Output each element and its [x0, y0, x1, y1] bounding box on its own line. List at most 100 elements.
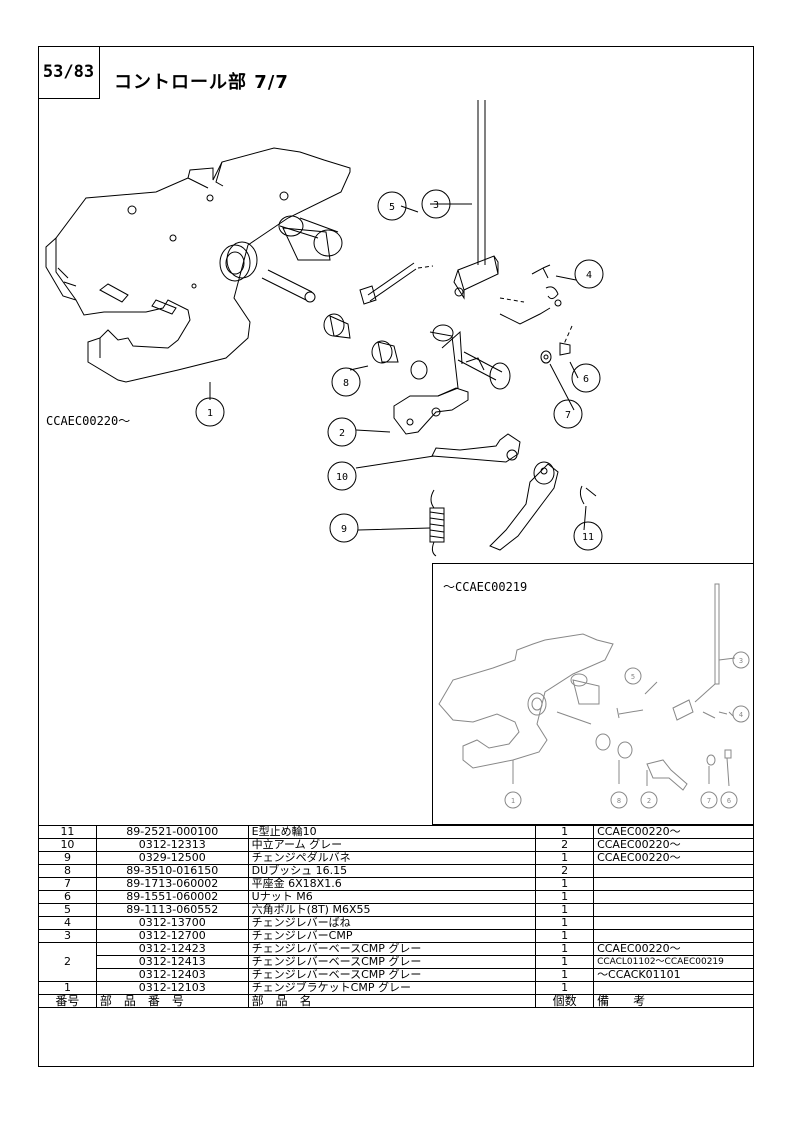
cell-name: チェンジレバーCMP [247, 929, 537, 943]
cell-part-no: 0312-13700 [95, 916, 249, 930]
cell-qty: 1 [535, 877, 595, 891]
cell-name: チェンジブラケットCMP グレー [247, 981, 537, 995]
cell-no: 3 [38, 929, 97, 943]
page-frame [38, 46, 754, 1067]
nut-drawing [559, 342, 571, 356]
callout-8: 8 [331, 367, 361, 397]
cell-name: チェンジレバーばね [247, 916, 537, 930]
lever-base-drawing [393, 324, 511, 435]
cell-part-no: 89-1113-060552 [95, 903, 249, 917]
svg-text:3: 3 [433, 200, 439, 211]
cell-part-no: 89-2521-000100 [95, 825, 249, 839]
cell-no: 5 [38, 903, 97, 917]
svg-text:6: 6 [727, 797, 731, 805]
spring-drawing [499, 264, 562, 325]
cell-part-no: 0312-12413 [95, 955, 249, 969]
bolt-drawing [359, 262, 417, 305]
cell-qty: 1 [535, 955, 595, 969]
cell-qty: 1 [535, 890, 595, 904]
page-title: コントロール部 7/7 [114, 72, 289, 93]
svg-text:11: 11 [582, 532, 594, 543]
serial-range-main: CCAEC00220～ [46, 414, 131, 428]
cell-name: 六角ボルト(8T) M6X55 [247, 903, 537, 917]
cell-name: チェンジレバーベースCMP グレー [247, 955, 537, 969]
cell-name: チェンジレバーベースCMP グレー [247, 968, 537, 982]
cell-part-no: 0312-12423 [95, 942, 249, 956]
cell-part-no: 89-1713-060002 [95, 877, 249, 891]
svg-text:5: 5 [631, 673, 635, 681]
cell-qty: 1 [535, 942, 595, 956]
lever-drawing [453, 100, 499, 300]
svg-text:7: 7 [707, 797, 711, 805]
callout-10: 10 [327, 461, 357, 491]
table-row-2a: 2 0312-12423 チェンジレバーベースCMP グレー 1 CCAEC00… [38, 942, 754, 982]
cell-remarks [593, 864, 754, 878]
svg-text:4: 4 [586, 270, 592, 281]
cell-part-no: 89-3510-016150 [95, 864, 249, 878]
callout-4: 4 [574, 259, 604, 289]
pedal-spring-drawing [429, 489, 445, 557]
svg-text:5: 5 [389, 202, 395, 213]
callout-6: 6 [571, 363, 601, 393]
svg-text:6: 6 [583, 374, 589, 385]
cell-name: 中立アーム グレー [247, 838, 537, 852]
cell-remarks [593, 903, 754, 917]
inset-older-serials: ～CCAEC00219 1 2 3 4 5 6 7 8 [432, 563, 754, 825]
header-part-no: 部 品 番 号 [95, 994, 249, 1008]
inset-parts-drawing: 1 2 3 4 5 6 7 8 [438, 583, 750, 809]
cell-name: DUブッシュ 16.15 [247, 864, 537, 878]
table-row-2b: 0312-12413 チェンジレバーベースCMP グレー 1 CCACL0110… [39, 955, 754, 969]
inset-callout-4: 4 [732, 705, 750, 723]
callout-1: 1 [195, 397, 225, 427]
svg-text:8: 8 [617, 797, 621, 805]
svg-text:4: 4 [739, 711, 743, 719]
callout-3: 3 [421, 189, 451, 219]
svg-text:8: 8 [343, 378, 349, 389]
inset-callout-3: 3 [732, 651, 750, 669]
cell-no: 6 [38, 890, 97, 904]
cell-name: E型止め輪10 [247, 825, 537, 839]
cell-no: 9 [38, 851, 97, 865]
svg-text:7: 7 [565, 410, 571, 421]
callout-7: 7 [553, 399, 583, 429]
table-row-1: 1 0312-12103 チェンジブラケットCMP グレー 1 [38, 981, 754, 995]
cell-remarks: CCAEC00220～ [593, 851, 754, 865]
bushing-drawing [219, 215, 343, 303]
svg-text:10: 10 [336, 472, 348, 483]
cell-qty: 1 [535, 929, 595, 943]
cell-remarks: CCACL01102～CCAEC00219 [593, 955, 754, 969]
cell-qty: 1 [535, 825, 595, 839]
cell-no: 2 [38, 942, 97, 982]
cell-no: 11 [38, 825, 97, 839]
cell-no: 7 [38, 877, 97, 891]
cell-remarks [593, 929, 754, 943]
serial-range-inset: ～CCAEC00219 [443, 580, 528, 594]
cell-part-no: 0312-12103 [95, 981, 249, 995]
cell-no: 10 [38, 838, 97, 852]
svg-text:3: 3 [739, 657, 743, 665]
cell-remarks [593, 916, 754, 930]
header-name: 部 品 名 [247, 994, 537, 1008]
callout-9: 9 [329, 513, 359, 543]
cell-part-no: 0312-12700 [95, 929, 249, 943]
cell-part-no: 0312-12403 [95, 968, 249, 982]
cell-remarks [593, 877, 754, 891]
cell-qty: 2 [535, 838, 595, 852]
inset-callout-2: 2 [640, 791, 658, 809]
header-qty: 個数 [535, 994, 595, 1008]
neutral-arm-drawing [431, 433, 597, 551]
table-header-row: 番号 部 品 番 号 部 品 名 個数 備 考 [38, 994, 754, 1008]
cell-part-no: 0312-12313 [95, 838, 249, 852]
cell-remarks: CCAEC00220～ [593, 838, 754, 852]
inset-callout-1: 1 [504, 791, 522, 809]
cell-part-no: 89-1551-060002 [95, 890, 249, 904]
